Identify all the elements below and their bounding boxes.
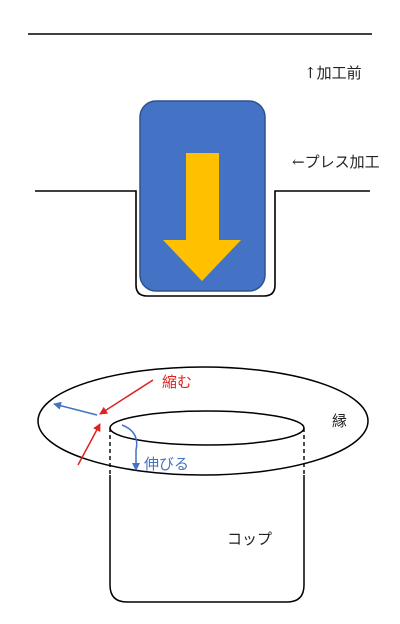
label-shrink: 縮む xyxy=(162,373,193,391)
shrink-arrow-upper xyxy=(99,379,154,415)
rim-outer-ellipse xyxy=(37,366,369,476)
stretch-arrow xyxy=(121,424,140,471)
label-stretch: 伸びる xyxy=(144,455,190,473)
label-press-processing: ←プレス加工 xyxy=(292,153,380,171)
label-cup: コップ xyxy=(227,530,273,548)
cup-opening-ellipse xyxy=(109,410,305,446)
label-rim: 縁 xyxy=(332,412,348,430)
rim-outward-arrow xyxy=(53,401,98,416)
cup-body xyxy=(109,475,305,603)
shrink-arrow-lower xyxy=(77,423,101,466)
press-direction-arrow xyxy=(163,153,241,281)
label-before-processing: ↑加工前 xyxy=(304,64,362,82)
sheet-pressed-line xyxy=(35,190,370,297)
